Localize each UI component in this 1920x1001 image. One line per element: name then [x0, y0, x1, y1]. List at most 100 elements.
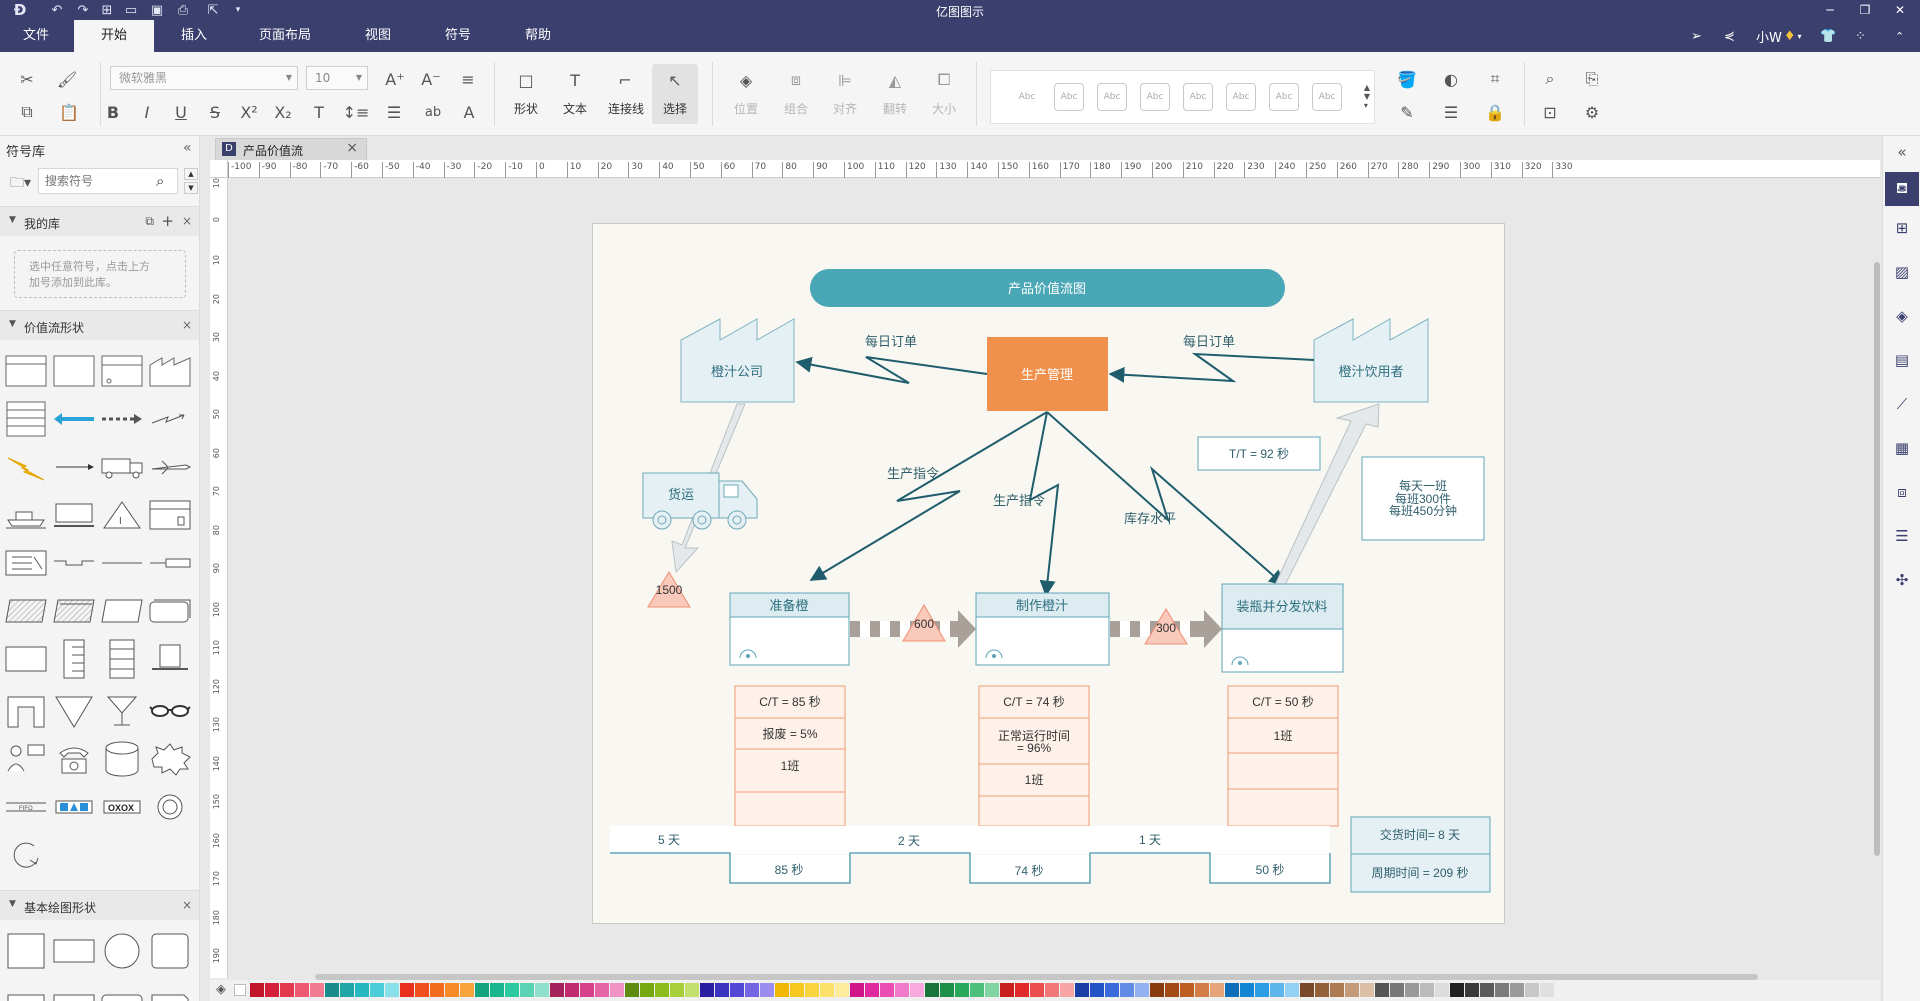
data-table-shape[interactable]	[4, 400, 48, 438]
select-tool-label[interactable]: 选择	[662, 102, 687, 116]
search-icon[interactable]: ⌕	[156, 172, 165, 190]
color-swatch[interactable]	[970, 983, 984, 997]
fill-style-icon[interactable]: ⛾	[1885, 172, 1919, 206]
add-library-icon[interactable]: +	[161, 212, 174, 230]
color-swatch[interactable]	[580, 983, 594, 997]
color-swatch[interactable]	[445, 983, 459, 997]
group-label[interactable]: 组合	[783, 102, 808, 116]
color-swatch[interactable]	[355, 983, 369, 997]
color-swatch[interactable]	[1315, 983, 1329, 997]
color-swatch[interactable]	[535, 983, 549, 997]
font-size-select[interactable]: 10▼	[306, 66, 368, 90]
skin-icon[interactable]: 👕	[1820, 28, 1837, 44]
rectangle-shape[interactable]	[4, 640, 48, 678]
color-swatch[interactable]	[730, 983, 744, 997]
search-icon[interactable]: ⌕	[1545, 69, 1555, 88]
print-icon[interactable]: ⎙	[177, 2, 189, 18]
more-tools-icon[interactable]: ⚙	[1584, 102, 1600, 122]
color-swatch[interactable]	[565, 983, 579, 997]
truck-shape[interactable]	[100, 448, 144, 486]
restore-button[interactable]: ❐	[1859, 3, 1871, 17]
table-icon[interactable]: ▦	[1894, 439, 1910, 457]
timeline-line-shape[interactable]	[100, 544, 144, 582]
align-label[interactable]: 对齐	[832, 102, 857, 116]
rectangle-shape[interactable]	[52, 978, 96, 1001]
style-swatch[interactable]: Abc	[1312, 83, 1342, 111]
diagram-page[interactable]	[592, 223, 1505, 924]
format-painter-icon[interactable]: 🖌	[56, 69, 78, 89]
color-swatch[interactable]	[1075, 983, 1089, 997]
color-swatch[interactable]	[1150, 983, 1164, 997]
text-case-icon[interactable]: T	[314, 102, 324, 122]
style-swatch[interactable]: Abc	[1140, 83, 1170, 111]
color-swatch[interactable]	[430, 983, 444, 997]
inventory-triangle-shape[interactable]: I	[100, 496, 144, 534]
color-swatch[interactable]	[1060, 983, 1074, 997]
page-icon[interactable]: ▤	[1894, 351, 1910, 369]
color-swatch[interactable]	[490, 983, 504, 997]
rounded-rectangle-shape[interactable]	[100, 978, 144, 1001]
color-swatch[interactable]	[1000, 983, 1014, 997]
color-swatch[interactable]	[280, 983, 294, 997]
electronic-info-shape[interactable]	[148, 400, 192, 438]
size-icon[interactable]: ⧠	[937, 70, 951, 89]
vsm-shapes-header[interactable]: ▼ 价值流形状 ×	[0, 310, 199, 340]
color-swatch[interactable]	[1105, 983, 1119, 997]
crop-icon[interactable]: ⌗	[1490, 69, 1500, 88]
close-tab-icon[interactable]: ×	[346, 140, 358, 156]
line-spacing-icon[interactable]: ↕≡	[342, 102, 370, 122]
undo-icon[interactable]: ↶	[51, 2, 63, 18]
hatched-box-2-shape[interactable]	[52, 592, 96, 630]
size-label[interactable]: 大小	[931, 102, 956, 116]
stacked-box-shape[interactable]	[148, 592, 192, 630]
timeline-total-shape[interactable]	[148, 544, 192, 582]
export-library-icon[interactable]: ⧉	[145, 214, 154, 228]
font-name-select[interactable]: 微软雅黑▼	[110, 66, 298, 90]
color-swatch[interactable]	[265, 983, 279, 997]
color-swatch[interactable]	[460, 983, 474, 997]
position-label[interactable]: 位置	[733, 102, 758, 116]
color-swatch[interactable]	[1555, 983, 1569, 997]
color-swatch[interactable]	[295, 983, 309, 997]
color-swatch[interactable]	[1090, 983, 1104, 997]
style-swatch[interactable]: Abc	[1054, 83, 1084, 111]
goblet-shape[interactable]	[100, 692, 144, 730]
circle-shape[interactable]	[100, 932, 144, 970]
color-swatch[interactable]	[520, 983, 534, 997]
color-swatch[interactable]	[1015, 983, 1029, 997]
process-operator-shape[interactable]	[100, 352, 144, 390]
color-swatch[interactable]	[250, 983, 264, 997]
circle-target-shape[interactable]	[148, 788, 192, 826]
color-swatch[interactable]	[1420, 983, 1434, 997]
dashed-arrow-shape[interactable]	[100, 400, 144, 438]
rounded-box-shape[interactable]	[100, 592, 144, 630]
library-folder-icon[interactable]: 🗀▾	[10, 175, 32, 191]
apps-icon[interactable]: ⁘	[1855, 28, 1866, 44]
color-swatch[interactable]	[910, 983, 924, 997]
color-swatch[interactable]	[895, 983, 909, 997]
bracket-shape[interactable]	[4, 692, 48, 730]
telephone-shape[interactable]	[52, 740, 96, 778]
color-swatch[interactable]	[640, 983, 654, 997]
color-swatch[interactable]	[835, 983, 849, 997]
ship-shape[interactable]	[4, 496, 48, 534]
color-swatch[interactable]	[1240, 983, 1254, 997]
tab-help[interactable]: 帮助	[524, 28, 551, 43]
app-logo-icon[interactable]: Ɖ	[13, 1, 27, 19]
color-swatch[interactable]	[505, 983, 519, 997]
color-swatch[interactable]	[685, 983, 699, 997]
send-icon[interactable]: ➢	[1691, 28, 1702, 44]
database-cylinder-shape[interactable]	[100, 740, 144, 778]
color-swatch[interactable]	[805, 983, 819, 997]
lightning-shape[interactable]	[4, 448, 48, 486]
fill-bucket-icon[interactable]: ◈	[216, 982, 226, 997]
export-icon[interactable]: ⇱	[207, 2, 219, 18]
select-tool-button[interactable]	[652, 64, 698, 124]
color-swatch[interactable]	[1270, 983, 1284, 997]
theme-icon[interactable]: ⊞	[1895, 219, 1909, 237]
style-swatch[interactable]: Abc	[1269, 83, 1299, 111]
shape-sequence-shape[interactable]	[52, 788, 96, 826]
color-swatch[interactable]	[1045, 983, 1059, 997]
share-icon[interactable]: ⋞	[1724, 28, 1735, 44]
cut-icon[interactable]: ✂	[20, 69, 34, 89]
